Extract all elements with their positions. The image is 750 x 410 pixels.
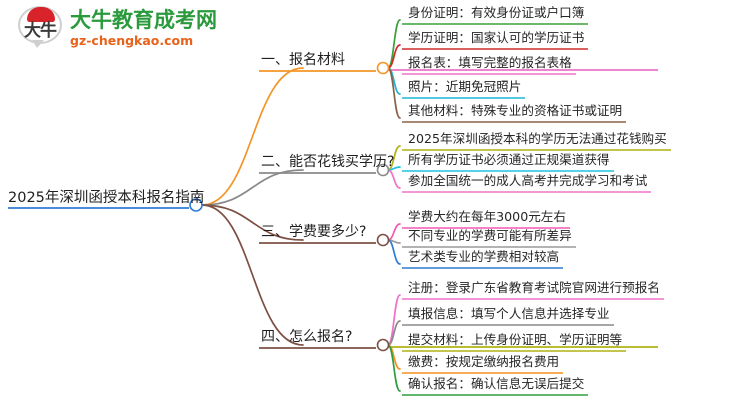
branch-node-label-2[interactable]: 二、能否花钱买学历? xyxy=(261,154,395,170)
leaf-node-label-1-3[interactable]: 报名表：填写完整的报名表格 xyxy=(408,55,572,70)
leaf-node-label-2-1[interactable]: 2025年深圳函授本科的学历无法通过花钱购买 xyxy=(408,131,667,146)
leaf-node-label-1-2[interactable]: 学历证明：国家认可的学历证书 xyxy=(408,30,585,45)
logo-badge-icon: 大牛 xyxy=(18,6,64,50)
root-node-label: 2025年深圳函授本科报名指南 xyxy=(8,190,205,206)
branch-node-label-4[interactable]: 四、怎么报名? xyxy=(261,329,353,345)
leaf-node-label-4-3[interactable]: 提交材料：上传身份证明、学历证明等 xyxy=(408,332,623,347)
leaf-node-label-4-2[interactable]: 填报信息：填写个人信息并选择专业 xyxy=(408,306,610,321)
logo-site-url: gz-chengkao.com xyxy=(70,33,194,49)
site-logo[interactable]: 大牛 大牛教育成考网 gz-chengkao.com xyxy=(18,6,217,50)
logo-red-cap-icon xyxy=(27,7,55,22)
leaf-node-label-4-4[interactable]: 缴费：按规定缴纳报名费用 xyxy=(408,354,560,369)
leaf-node-label-4-1[interactable]: 注册：登录广东省教育考试院官网进行预报名 xyxy=(408,280,660,295)
leaf-node-label-4-5[interactable]: 确认报名：确认信息无误后提交 xyxy=(408,376,585,391)
branch-node-label-1[interactable]: 一、报名材料 xyxy=(261,52,345,68)
leaf-node-label-1-4[interactable]: 照片：近期免冠照片 xyxy=(408,79,522,94)
leaf-node-label-2-3[interactable]: 参加全国统一的成人高考并完成学习和考试 xyxy=(408,173,648,188)
leaf-node-label-1-5[interactable]: 其他材料：特殊专业的资格证书或证明 xyxy=(408,103,623,118)
logo-badge-char: 大牛 xyxy=(24,20,57,41)
leaf-node-label-3-1[interactable]: 学费大约在每年3000元左右 xyxy=(408,209,566,224)
leaf-node-label-3-2[interactable]: 不同专业的学费可能有所差异 xyxy=(408,228,572,243)
leaf-node-label-1-1[interactable]: 身份证明：有效身份证或户口簿 xyxy=(408,5,585,20)
leaf-node-label-2-2[interactable]: 所有学历证书必须通过正规渠道获得 xyxy=(408,152,610,167)
logo-site-name: 大牛教育成考网 xyxy=(70,7,217,32)
logo-text-block: 大牛教育成考网 gz-chengkao.com xyxy=(70,8,217,48)
branch-node-label-3[interactable]: 三、学费要多少? xyxy=(261,224,367,240)
leaf-node-label-3-3[interactable]: 艺术类专业的学费相对较高 xyxy=(408,249,560,264)
